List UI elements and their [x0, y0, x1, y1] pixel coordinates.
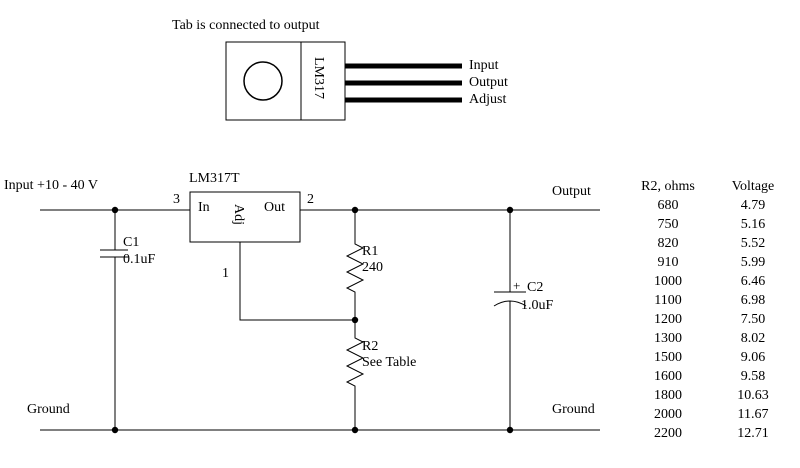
c2-value-label: 1.0uF	[521, 298, 554, 313]
table-row: 1300 8.02	[628, 329, 798, 348]
ground-label-left: Ground	[27, 402, 70, 417]
junction-dot	[111, 426, 119, 434]
mounting-hole-icon	[243, 61, 283, 101]
table-row: 820 5.52	[628, 234, 798, 253]
table-header-voltage: Voltage	[731, 178, 775, 194]
voltage-value: 4.79	[740, 197, 766, 213]
voltage-value: 8.02	[740, 330, 766, 346]
c1-value-label: 0.1uF	[123, 252, 156, 267]
resistor-voltage-table: R2, ohms Voltage 680 4.79 750 5.16 820 5.52 91…	[628, 177, 798, 443]
table-row: 2000 11.67	[628, 405, 798, 424]
r2-ohms-value: 1000	[654, 273, 682, 289]
r2-ohms-value: 910	[657, 254, 679, 270]
regulator-pin-adj-label: Adj	[231, 204, 246, 225]
table-row: 1600 9.58	[628, 367, 798, 386]
table-header-row: R2, ohms Voltage	[628, 177, 798, 196]
junction-dot	[506, 206, 514, 214]
voltage-value: 9.58	[740, 368, 766, 384]
voltage-value: 5.52	[740, 235, 766, 251]
r1-value-label: 240	[362, 260, 383, 275]
pin-number-1: 1	[222, 266, 229, 281]
regulator-box	[189, 191, 301, 243]
r2-ohms-value: 2000	[654, 406, 682, 422]
voltage-value: 12.71	[737, 425, 769, 441]
wire-adjust	[239, 242, 355, 321]
chip-label: LM317	[311, 57, 326, 99]
voltage-value: 6.98	[740, 292, 766, 308]
resistor-r1-symbol	[345, 210, 365, 320]
voltage-value: 10.63	[737, 387, 769, 403]
voltage-value: 5.16	[740, 216, 766, 232]
table-row: 910 5.99	[628, 253, 798, 272]
regulator-pin-out-label: Out	[264, 200, 285, 215]
r2-ohms-value: 1200	[654, 311, 682, 327]
r2-ohms-value: 750	[657, 216, 679, 232]
junction-dot	[351, 206, 359, 214]
pin-number-3: 3	[173, 192, 180, 207]
junction-dot	[351, 426, 359, 434]
pin-label-input: Input	[469, 58, 499, 73]
voltage-value: 11.67	[737, 406, 769, 422]
r2-ohms-value: 1300	[654, 330, 682, 346]
pin-number-2: 2	[307, 192, 314, 207]
capacitor-c2-symbol	[493, 210, 527, 430]
ground-label-right: Ground	[552, 402, 595, 417]
table-row: 1800 10.63	[628, 386, 798, 405]
r2-name-label: R2	[362, 339, 379, 354]
table-row: 1500 9.06	[628, 348, 798, 367]
input-voltage-label: Input +10 - 40 V	[4, 178, 98, 193]
junction-dot	[111, 206, 119, 214]
table-row: 1100 6.98	[628, 291, 798, 310]
c2-name-label: C2	[527, 280, 544, 295]
table-row: 2200 12.71	[628, 424, 798, 443]
table-row: 1000 6.46	[628, 272, 798, 291]
resistor-r2-symbol	[345, 320, 365, 430]
regulator-pin-in-label: In	[198, 200, 210, 215]
pin-label-output: Output	[469, 75, 508, 90]
voltage-value: 5.99	[740, 254, 766, 270]
junction-dot	[506, 426, 514, 434]
c2-polarity-plus-icon: +	[513, 278, 521, 293]
junction-dot	[351, 316, 359, 324]
table-row: 750 5.16	[628, 215, 798, 234]
r2-ohms-value: 680	[657, 197, 679, 213]
table-row: 680 4.79	[628, 196, 798, 215]
r2-ohms-value: 820	[657, 235, 679, 251]
r2-ohms-value: 1500	[654, 349, 682, 365]
r2-ohms-value: 1100	[654, 292, 682, 308]
pin-label-adjust: Adjust	[469, 92, 507, 107]
tab-note-label: Tab is connected to output	[172, 18, 320, 33]
r2-ohms-value: 1800	[654, 387, 682, 403]
output-label: Output	[552, 184, 591, 199]
r1-name-label: R1	[362, 244, 379, 259]
table-row: 1200 7.50	[628, 310, 798, 329]
r2-ohms-value: 2200	[654, 425, 682, 441]
capacitor-c1-symbol	[100, 210, 128, 430]
voltage-value: 7.50	[740, 311, 766, 327]
c1-name-label: C1	[123, 235, 140, 250]
voltage-value: 6.46	[740, 273, 766, 289]
regulator-title: LM317T	[189, 171, 240, 186]
r2-value-label: See Table	[362, 355, 417, 370]
table-rows: 680 4.79 750 5.16 820 5.52 910 5.99 1000 6.46 1100…	[628, 196, 798, 443]
r2-ohms-value: 1600	[654, 368, 682, 384]
voltage-value: 9.06	[740, 349, 766, 365]
table-header-r2: R2, ohms	[641, 178, 695, 194]
